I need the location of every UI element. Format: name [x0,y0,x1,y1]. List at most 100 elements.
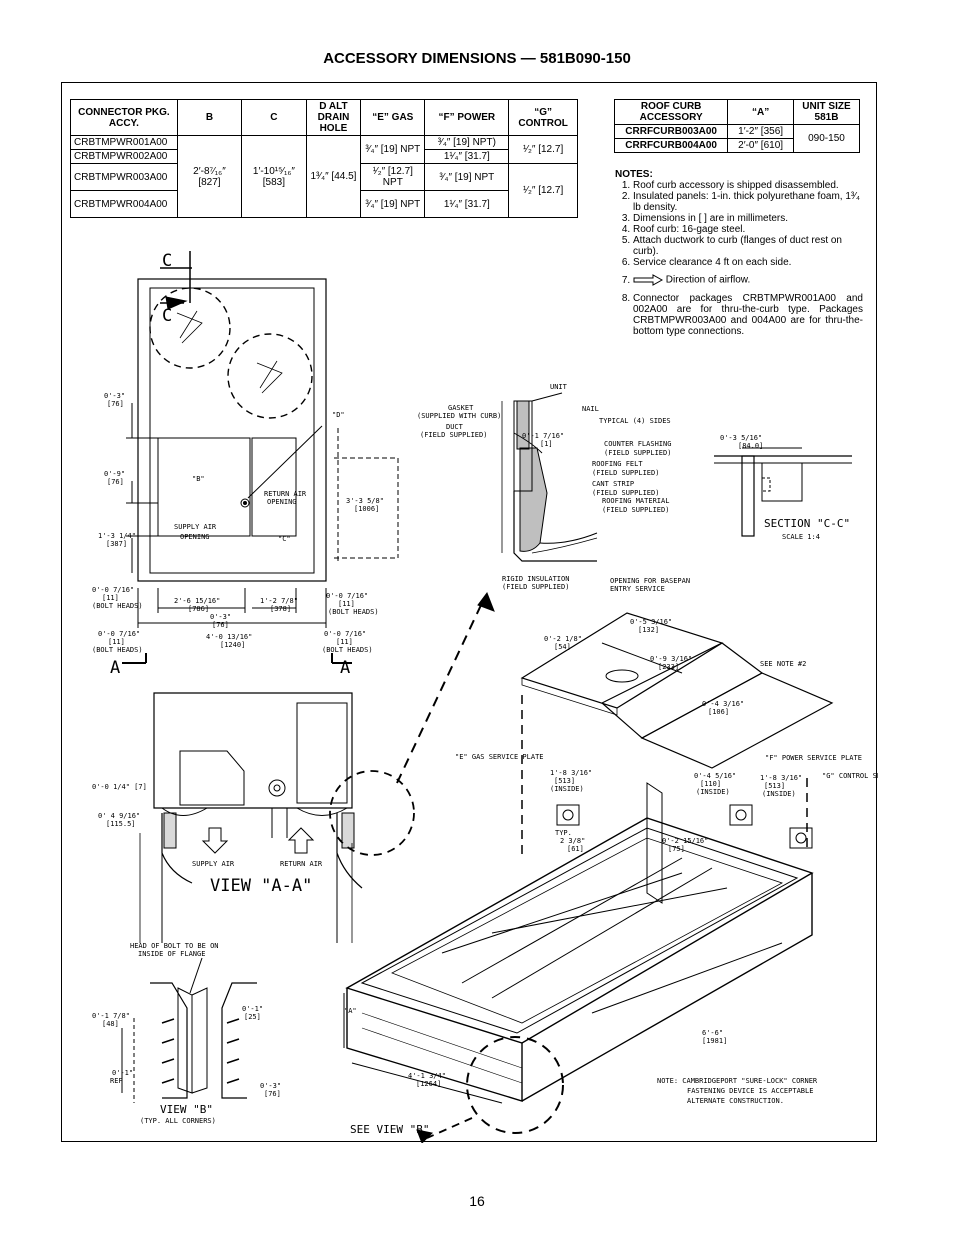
dim-text: 0'-1 7/16" [522,432,564,440]
dim-text: [76] [212,621,229,629]
dim-text: [48] [102,1020,119,1028]
notes: NOTES: Roof curb accessory is shipped di… [615,169,863,337]
drawing-text: C C A A VIEW "A-A" VIEW "B" (TYP. ALL CO… [92,251,878,1136]
typical-sides-label: TYPICAL (4) SIDES [599,417,671,425]
dim-text: [11] [102,594,119,602]
note-item: Direction of airflow. [633,274,863,286]
label-b: "B" [192,475,205,483]
dim-text: 0'-5 3/16" [630,618,672,626]
col-f: “F” POWER [424,99,510,136]
view-aa [139,591,495,943]
dim-text: [1240] [220,641,245,649]
note-item: Dimensions in [ ] are in millimeters. [633,213,863,224]
dim-text: 4'-0 13/16" [206,633,252,641]
inside-flange-label: INSIDE OF FLANGE [138,950,205,958]
note-item: Insulated panels: 1-in. thick polyuretha… [633,191,863,213]
dim-text: 0'-0 7/16" [98,630,140,638]
dim-text: [25] [244,1013,261,1021]
dim-text: [76] [107,400,124,408]
dim-text: 0'-9" [104,470,125,478]
dim-text: 6'-6" [702,1029,723,1037]
label-a: "A" [344,1007,357,1015]
scale-label: SCALE 1:4 [782,533,820,541]
section-marker-c: C [162,251,172,271]
unit-size-cell: 090-150 [792,124,861,153]
table-row: CRBTMPWR002A00 1¹⁄₄″ [31.7] [70,149,578,164]
opening-label: OPENING [267,498,297,506]
dim-text: [11] [108,638,125,646]
dim-text: [786] [188,605,209,613]
col-connector: CONNECTOR PKG. ACCY. [70,99,178,136]
dim-text: [54] [554,643,571,651]
roof-curb-table: ROOF CURB ACCESSORY “A” UNIT SIZE 581B C… [613,99,861,153]
dim-text: 0'-1" [242,1005,263,1013]
g-cell: ¹⁄₂″ [12.7] [508,135,578,164]
opening-basepan-label: OPENING FOR BASEPAN [610,577,690,585]
dim-text: 0'-4 3/16" [702,700,744,708]
dim-text: [378] [270,605,291,613]
f-cell: 1¹⁄₄″ [31.7] [424,190,510,218]
col-a: “A” [727,99,794,125]
view-aa-title: VIEW "A-A" [210,876,312,896]
inside-label: (INSIDE) [762,790,796,798]
dim-text: [11] [336,638,353,646]
unit-label: UNIT [550,383,568,391]
dim-text: 1'-8 3/16" [760,774,802,782]
field-supplied-label: (FIELD SUPPLIED) [592,489,659,497]
field-supplied-label: (FIELD SUPPLIED) [502,583,569,591]
return-air-label: RETURN AIR [280,860,323,868]
entry-service-label: ENTRY SERVICE [610,585,665,593]
col-roof-curb: ROOF CURB ACCESSORY [613,99,729,125]
dim-text: [110] [700,780,721,788]
roofing-felt-label: ROOFING FELT [592,460,643,468]
dim-text: 2'-6 15/16" [174,597,220,605]
dim-text: 0'-2 15/16" [662,837,708,845]
e-cell: ³⁄₄″ [19] NPT [360,135,426,164]
notes-header: NOTES: [615,169,653,180]
dim-text: [106] [708,708,729,716]
return-air-opening-label: RETURN AIR [264,490,307,498]
plan-view [122,251,399,664]
col-g: “G” CONTROL [508,99,578,136]
col-b: B [176,99,243,136]
curb-section [501,392,598,562]
dim-text: 0'-0 7/16" [92,586,134,594]
page-title: ACCESSORY DIMENSIONS — 581B090-150 [323,50,631,67]
view-b-subtitle: (TYP. ALL CORNERS) [140,1117,216,1125]
dim-text: 0'-3" [104,392,125,400]
dim-text: [513] [764,782,785,790]
section-marker-a: A [110,658,120,678]
label-d: "D" [332,411,345,419]
airflow-arrow-icon [633,274,663,286]
cant-strip-label: CANT STRIP [592,480,634,488]
note-item: Service clearance 4 ft on each side. [633,257,863,268]
col-c: C [241,99,307,136]
dim-text: 3'-3 5/8" [346,497,384,505]
field-supplied-label: (FIELD SUPPLIED) [602,506,669,514]
d-cell: 1³⁄₄″ [44.5] [305,135,362,218]
dim-ref: 0'-1" [112,1069,133,1077]
label-c: "C" [278,535,291,543]
ref-label: REF [110,1077,123,1085]
col-d: D ALT DRAIN HOLE [305,99,362,136]
g-cell: ¹⁄₂″ [12.7] [508,163,578,218]
dim-text: 0'-9 3/16" [650,655,692,663]
note-item: Connector packages CRBTMPWR001A00 and 00… [633,293,863,337]
gas-service-plate-label: "E" GAS SERVICE PLATE [455,753,544,761]
dim-text: 0'-0 1/4" [7] [92,783,147,791]
dim-text: [76] [107,478,124,486]
dim-text: 1'-8 3/16" [550,769,592,777]
dim-text: [1006] [354,505,379,513]
cambridge-note-line3: ALTERNATE CONSTRUCTION. [687,1097,784,1105]
dim-text: 0'-3 5/16" [720,434,762,442]
view-b-title: VIEW "B" [160,1103,213,1116]
dim-text: 1'-2 7/8" [260,597,298,605]
section-marker-a: A [340,658,350,678]
dim-text: [1] [540,440,553,448]
notes-list: Roof curb accessory is shipped disassemb… [615,180,863,337]
connector-table-header: CONNECTOR PKG. ACCY. B C D ALT DRAIN HOL… [70,99,578,136]
note-item-text: Direction of airflow. [665,274,751,286]
dim-text: [233] [658,663,679,671]
curb-model-cell: CRRFCURB004A00 [613,138,729,153]
see-note-2-label: SEE NOTE #2 [760,660,806,668]
